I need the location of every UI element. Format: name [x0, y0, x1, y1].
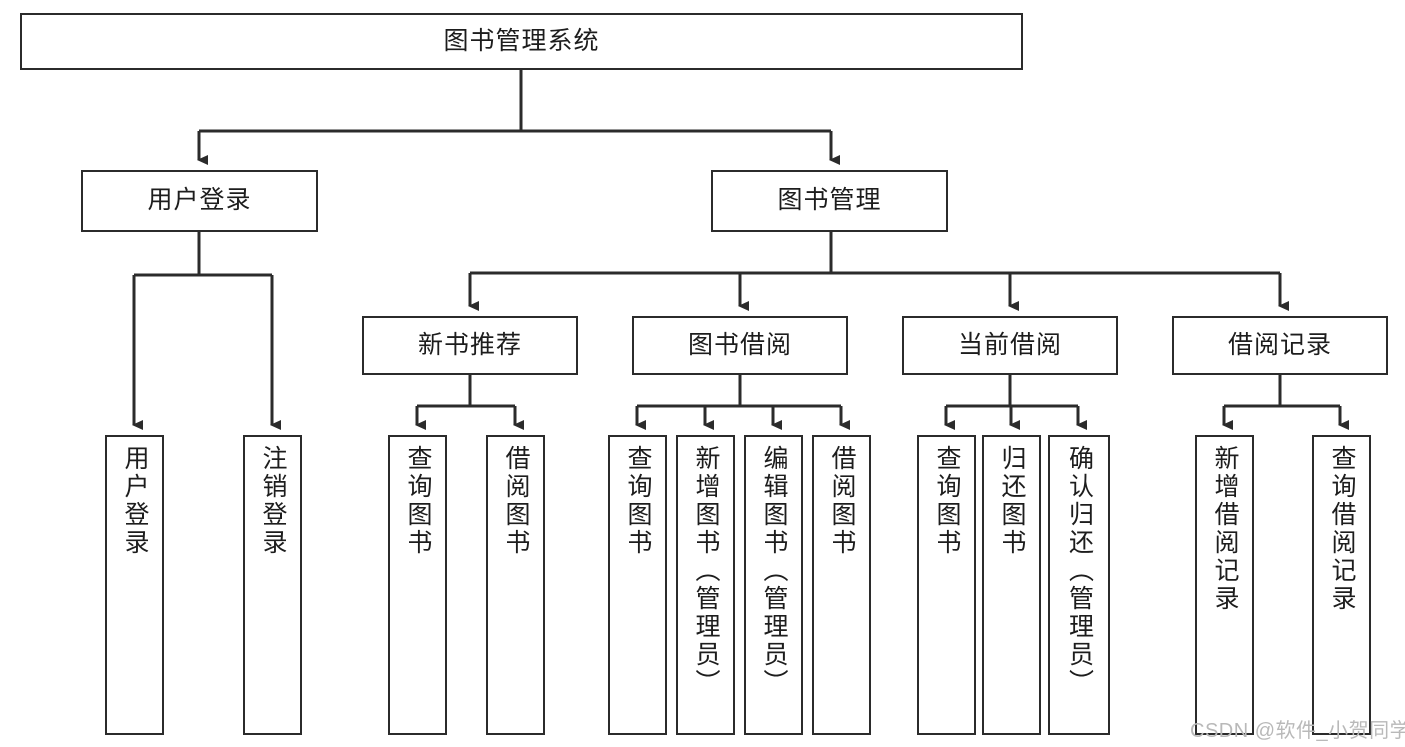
leaf-query-book-borrow[interactable]: 查询图书 — [608, 435, 667, 735]
leaf-user-logout[interactable]: 注销登录 — [243, 435, 302, 735]
node-book-borrow[interactable]: 图书借阅 — [632, 316, 848, 375]
node-label: 归还图书 — [998, 445, 1026, 557]
leaf-add-borrow-record[interactable]: 新增借阅记录 — [1195, 435, 1254, 735]
node-current-borrow[interactable]: 当前借阅 — [902, 316, 1118, 375]
leaf-borrow-book-new-book[interactable]: 借阅图书 — [486, 435, 545, 735]
node-label: 借阅图书 — [502, 445, 530, 557]
node-label: 新增借阅记录 — [1211, 445, 1239, 613]
node-label: 查询图书 — [933, 445, 961, 557]
node-label: 图书管理 — [777, 186, 882, 215]
node-label: 查询借阅记录 — [1328, 445, 1356, 613]
csdn-watermark: CSDN @软件_小贺同学 — [1190, 720, 1405, 742]
node-label: 图书借阅 — [687, 330, 792, 359]
node-label: 借阅记录 — [1227, 330, 1332, 359]
node-label: 查询图书 — [404, 445, 432, 557]
leaf-edit-book-admin[interactable]: 编辑图书（管理员） — [744, 435, 803, 735]
leaf-query-book-new-book[interactable]: 查询图书 — [388, 435, 447, 735]
node-root-book-management-system[interactable]: 图书管理系统 — [20, 13, 1023, 70]
leaf-query-borrow-record[interactable]: 查询借阅记录 — [1312, 435, 1371, 735]
leaf-return-book[interactable]: 归还图书 — [982, 435, 1041, 735]
node-label: 借阅图书 — [828, 445, 856, 557]
node-label: 新书推荐 — [417, 330, 522, 359]
node-label: 当前借阅 — [957, 330, 1062, 359]
leaf-confirm-return-admin[interactable]: 确认归还（管理员） — [1048, 435, 1110, 735]
node-label: 编辑图书（管理员） — [760, 445, 788, 697]
node-book-management[interactable]: 图书管理 — [711, 170, 948, 232]
node-label: 确认归还（管理员） — [1065, 445, 1094, 697]
node-label: 注销登录 — [259, 445, 287, 557]
leaf-user-login[interactable]: 用户登录 — [105, 435, 164, 735]
node-label: 图书管理系统 — [443, 26, 600, 55]
leaf-query-book-current[interactable]: 查询图书 — [917, 435, 976, 735]
leaf-borrow-book[interactable]: 借阅图书 — [812, 435, 871, 735]
node-user-login[interactable]: 用户登录 — [81, 170, 318, 232]
node-label: 用户登录 — [147, 186, 252, 215]
node-new-book-recommend[interactable]: 新书推荐 — [362, 316, 578, 375]
node-label: 查询图书 — [624, 445, 652, 557]
node-label: 用户登录 — [121, 445, 149, 557]
node-label: 新增图书（管理员） — [692, 445, 720, 697]
leaf-add-book-admin[interactable]: 新增图书（管理员） — [676, 435, 735, 735]
node-borrow-record[interactable]: 借阅记录 — [1172, 316, 1388, 375]
